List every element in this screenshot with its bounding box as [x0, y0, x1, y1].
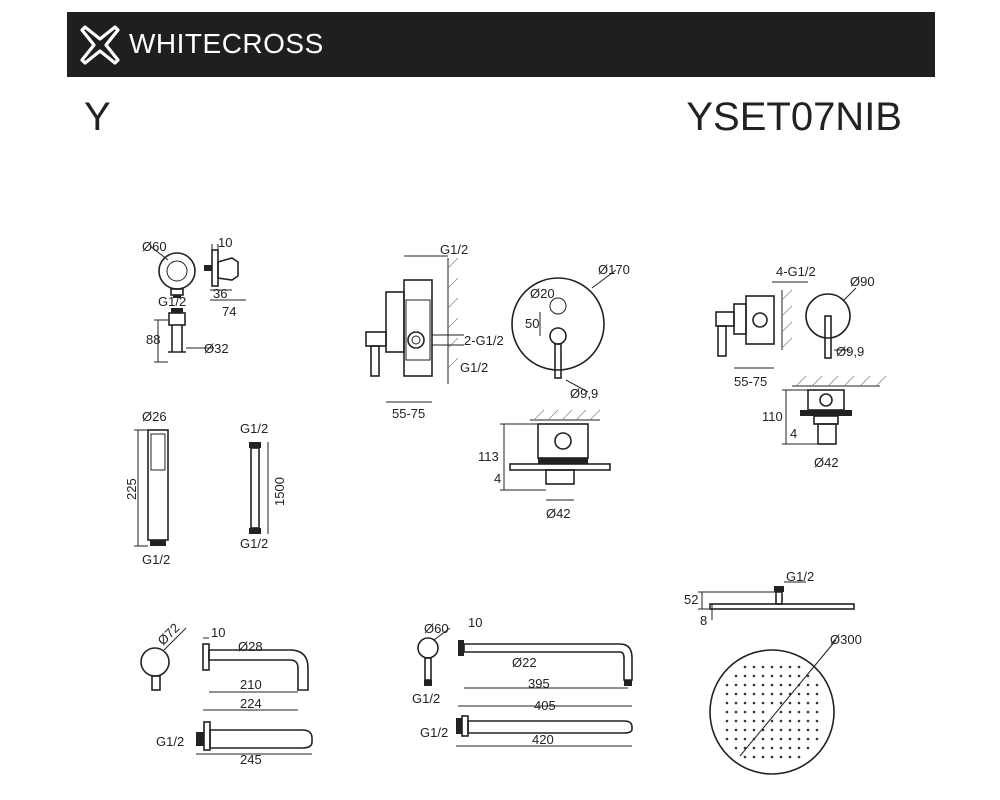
- shower-holder-drawing: [149, 244, 246, 363]
- mixer-side-drawing: [365, 255, 464, 403]
- hose-drawing: [249, 442, 269, 534]
- hand-shower-drawing: [134, 429, 169, 547]
- shower-nozzle-pattern: [725, 665, 819, 759]
- dim-mixer-w5575: 55-75: [392, 406, 425, 421]
- mixer-front-drawing: [511, 269, 617, 393]
- dim-arm-w10: 10: [468, 615, 482, 630]
- dim-valve-d90: Ø90: [850, 274, 875, 289]
- series-name: Y: [84, 95, 111, 139]
- dim-arm-d60: Ø60: [424, 621, 449, 636]
- dim-spout-d72: Ø72: [155, 620, 183, 648]
- valve-bottom-drawing: [782, 375, 887, 445]
- dim-hand-g12: G1/2: [142, 552, 170, 567]
- model-code: YSET07NIB: [686, 95, 902, 139]
- dim-holder-d60: Ø60: [142, 239, 167, 254]
- dim-arm-d22: Ø22: [512, 655, 537, 670]
- dim-hand-d26: Ø26: [142, 409, 167, 424]
- brand-header: WHITECROSS: [67, 12, 935, 77]
- bath-spout-drawing: [140, 627, 313, 755]
- dim-arm-l395: 395: [528, 676, 550, 691]
- dim-mixer-2g12: 2-G1/2: [464, 333, 504, 348]
- dim-mixer-h4: 4: [494, 471, 501, 486]
- valve-front-drawing: [805, 287, 857, 359]
- dim-spout-d28: Ø28: [238, 639, 263, 654]
- mixer-bottom-drawing: [500, 409, 611, 501]
- dim-mixer-g12-bottom: G1/2: [460, 360, 488, 375]
- dim-spout-w10: 10: [211, 625, 225, 640]
- dim-mixer-h113: 113: [478, 449, 499, 464]
- dim-valve-4g12: 4-G1/2: [776, 264, 816, 279]
- dim-overhead-d300: Ø300: [830, 632, 862, 647]
- dim-valve-d42: Ø42: [814, 455, 839, 470]
- dim-hose-g12-top: G1/2: [240, 421, 268, 436]
- dim-mixer-d42: Ø42: [546, 506, 571, 521]
- dim-arm-l420: 420: [532, 732, 554, 747]
- brand-name: WHITECROSS: [129, 28, 324, 59]
- dim-mixer-h50: 50: [525, 316, 539, 331]
- dim-valve-w5575: 55-75: [734, 374, 767, 389]
- dim-arm-g12-a: G1/2: [412, 691, 440, 706]
- dim-holder-w74: 74: [222, 304, 236, 319]
- valve-side-drawing: [715, 281, 808, 369]
- dim-holder-h88: 88: [146, 332, 160, 347]
- dim-spout-g12: G1/2: [156, 734, 184, 749]
- dim-hose-l1500: 1500: [272, 477, 287, 506]
- dim-hose-g12-bottom: G1/2: [240, 536, 268, 551]
- dim-holder-d32: Ø32: [204, 341, 229, 356]
- dim-valve-d99: Ø9,9: [836, 344, 864, 359]
- dim-arm-g12-b: G1/2: [420, 725, 448, 740]
- dim-valve-h4: 4: [790, 426, 797, 441]
- dim-spout-l245: 245: [240, 752, 262, 767]
- dim-spout-l224: 224: [240, 696, 262, 711]
- dim-arm-l405: 405: [534, 698, 556, 713]
- dim-holder-w10: 10: [218, 235, 232, 250]
- overhead-shower-drawing: [698, 581, 855, 775]
- dim-mixer-g12-top: G1/2: [440, 242, 468, 257]
- dim-mixer-d99: Ø9,9: [570, 386, 598, 401]
- dim-holder-g12: G1/2: [158, 294, 186, 309]
- dim-overhead-g12: G1/2: [786, 569, 814, 584]
- dim-overhead-h8: 8: [700, 613, 707, 628]
- cross-logo-icon: [80, 25, 120, 65]
- dim-overhead-h52: 52: [684, 592, 698, 607]
- dim-hand-h225: 225: [124, 478, 139, 500]
- dim-mixer-d20: Ø20: [530, 286, 555, 301]
- dim-holder-h36: 36: [213, 286, 227, 301]
- dim-mixer-d170: Ø170: [598, 262, 630, 277]
- shower-arm-drawing: [417, 627, 633, 747]
- dim-valve-h110: 110: [762, 409, 783, 424]
- dim-spout-l210: 210: [240, 677, 262, 692]
